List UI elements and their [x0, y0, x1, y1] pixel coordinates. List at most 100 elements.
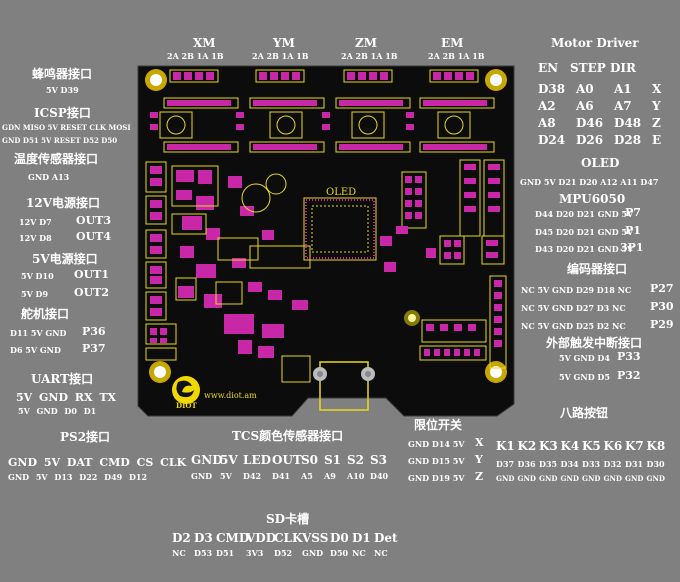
- sd-label: D2: [172, 531, 191, 545]
- sd-slot: [313, 361, 375, 411]
- table-cell: A8: [538, 116, 556, 130]
- mounting-hole: [485, 69, 507, 91]
- key-pin: D32: [603, 459, 622, 469]
- sd-label: VDD: [246, 531, 277, 545]
- v5-row1-out: OUT1: [74, 268, 110, 281]
- sd-label: CMD: [216, 531, 250, 545]
- limit-row1-axis: X: [475, 436, 484, 449]
- encoder-row2-port: P30: [650, 300, 674, 313]
- buzzer-pins: 5V D39: [46, 85, 79, 95]
- mounting-hole: [485, 361, 507, 383]
- tcs-pin: A9: [324, 471, 336, 481]
- sd-pin: GND: [302, 548, 324, 558]
- zm-pins: 2A 2B 1A 1B: [341, 51, 398, 61]
- key-gnd: GND: [539, 474, 558, 483]
- key-pin: D35: [539, 459, 558, 469]
- board-url: www.diot.am: [204, 391, 257, 400]
- servo-row2-port: P37: [82, 342, 106, 355]
- oled-pins: GND 5V D21 D20 A12 A11 D47: [520, 177, 659, 187]
- limit-row1-pins: GND D14 5V: [408, 439, 465, 449]
- limit-row3-axis: Z: [475, 470, 484, 483]
- table-cell: Z: [652, 116, 661, 130]
- table-cell: D28: [614, 133, 642, 147]
- tcs-pin: 5V: [220, 471, 232, 481]
- sd-label: D0: [330, 531, 349, 545]
- table-cell: D46: [576, 116, 604, 130]
- limit-title: 限位开关: [414, 418, 463, 432]
- zm-label: ZM: [355, 36, 378, 50]
- xm-pins: 2A 2B 1A 1B: [167, 51, 224, 61]
- tcs-title: TCS颜色传感器接口: [232, 429, 344, 443]
- encoder-row2-pins: NC 5V GND D27 D3 NC: [521, 303, 626, 313]
- mounting-hole: [145, 69, 167, 91]
- sd-pin: NC: [352, 548, 366, 558]
- uart-labels: 5V GND RX TX: [16, 391, 117, 404]
- interrupt-row2-pins: 5V GND D5: [559, 372, 610, 382]
- tcs-pin: D40: [370, 471, 389, 481]
- v5-row2-pins: 5V D9: [21, 289, 49, 299]
- sd-pin: NC: [374, 548, 388, 558]
- sd-pins: NC D53 D51 3V3 D52 GND D50 NC NC: [172, 548, 394, 558]
- key-label: K8: [646, 439, 666, 453]
- key-gnd: GND: [560, 474, 579, 483]
- table-cell: A1: [614, 82, 632, 96]
- sd-label: D3: [194, 531, 213, 545]
- key-label: K4: [560, 439, 580, 453]
- key-label: K5: [582, 439, 601, 453]
- table-cell: X: [652, 82, 662, 96]
- tcs-label: OUT: [272, 453, 302, 467]
- tcs-pin: A10: [347, 471, 365, 481]
- table-cell: Y: [652, 99, 661, 113]
- mcu-chip: [303, 197, 377, 261]
- ps2-labels: GND 5V DAT CMD CS CLK: [8, 456, 187, 469]
- table-cell: E: [652, 133, 662, 147]
- icsp-title: ICSP接口: [34, 106, 91, 120]
- key-label: K7: [625, 439, 644, 453]
- v12-row1-pins: 12V D7: [19, 217, 52, 227]
- buttons-title: 八路按钮: [560, 406, 609, 420]
- temp-title: 温度传感器接口: [14, 152, 99, 166]
- key-gnd: GND: [603, 474, 622, 483]
- servo-row1-pins: D11 5V GND: [10, 328, 67, 338]
- interrupt-row1-pins: 5V GND D4: [559, 353, 610, 363]
- key-gnd: GND: [517, 474, 536, 483]
- xm-label: XM: [193, 36, 216, 50]
- tcs-label: S0: [301, 453, 319, 467]
- limit-row2-pins: GND D15 5V: [408, 456, 465, 466]
- mpu-row3-pins: D43 D20 D21 GND 5V: [535, 244, 634, 254]
- encoder-title: 编码器接口: [567, 262, 628, 276]
- table-cell: D24: [538, 133, 566, 147]
- mpu-row1-port: P7: [625, 206, 641, 219]
- diot-logo: [172, 376, 200, 404]
- interrupt-title: 外部触发中断接口: [546, 336, 643, 350]
- icsp-bottom-pins: GND D51 5V RESET D52 D50: [2, 136, 118, 145]
- encoder-row3-port: P29: [650, 318, 674, 331]
- table-cell: A0: [576, 82, 594, 96]
- v5-row2-out: OUT2: [74, 286, 110, 299]
- tcs-label: S2: [347, 453, 365, 467]
- key-pin: D37: [496, 459, 515, 469]
- key-gnd: GND: [496, 474, 515, 483]
- motor-driver-title: Motor Driver: [551, 36, 639, 50]
- col-en: EN: [538, 61, 559, 75]
- encoder-row1-pins: NC 5V GND D29 D18 NC: [521, 285, 632, 295]
- mounting-hole: [149, 361, 171, 383]
- col-dir: DIR: [610, 61, 636, 75]
- sd-pin: D53: [194, 548, 213, 558]
- button-keys: K1 K2 K3 K4 K5 K6 K7 K8: [496, 439, 668, 453]
- servo-row1-port: P36: [82, 325, 106, 338]
- v5-row1-pins: 5V D10: [21, 271, 54, 281]
- limit-row3-pins: GND D19 5V: [408, 473, 465, 483]
- key-label: K1: [496, 439, 515, 453]
- key-gnd: GND: [625, 474, 644, 483]
- logo-text: DIOT: [176, 401, 197, 410]
- encoder-row1-port: P27: [650, 282, 674, 295]
- tcs-pin: D42: [243, 471, 262, 481]
- uart-pins: 5V GND D0 D1: [18, 406, 97, 416]
- motor-driver-table: D38 A0 A1 X A2 A6 A7 Y A8 D46 D48 Z D24 …: [538, 82, 666, 150]
- table-cell: D26: [576, 133, 604, 147]
- mpu-row3-port: 3P1: [620, 241, 644, 254]
- tcs-pins: GND 5V D42 D41 A5 A9 A10 D40: [191, 471, 394, 481]
- sd-pin: D50: [330, 548, 349, 558]
